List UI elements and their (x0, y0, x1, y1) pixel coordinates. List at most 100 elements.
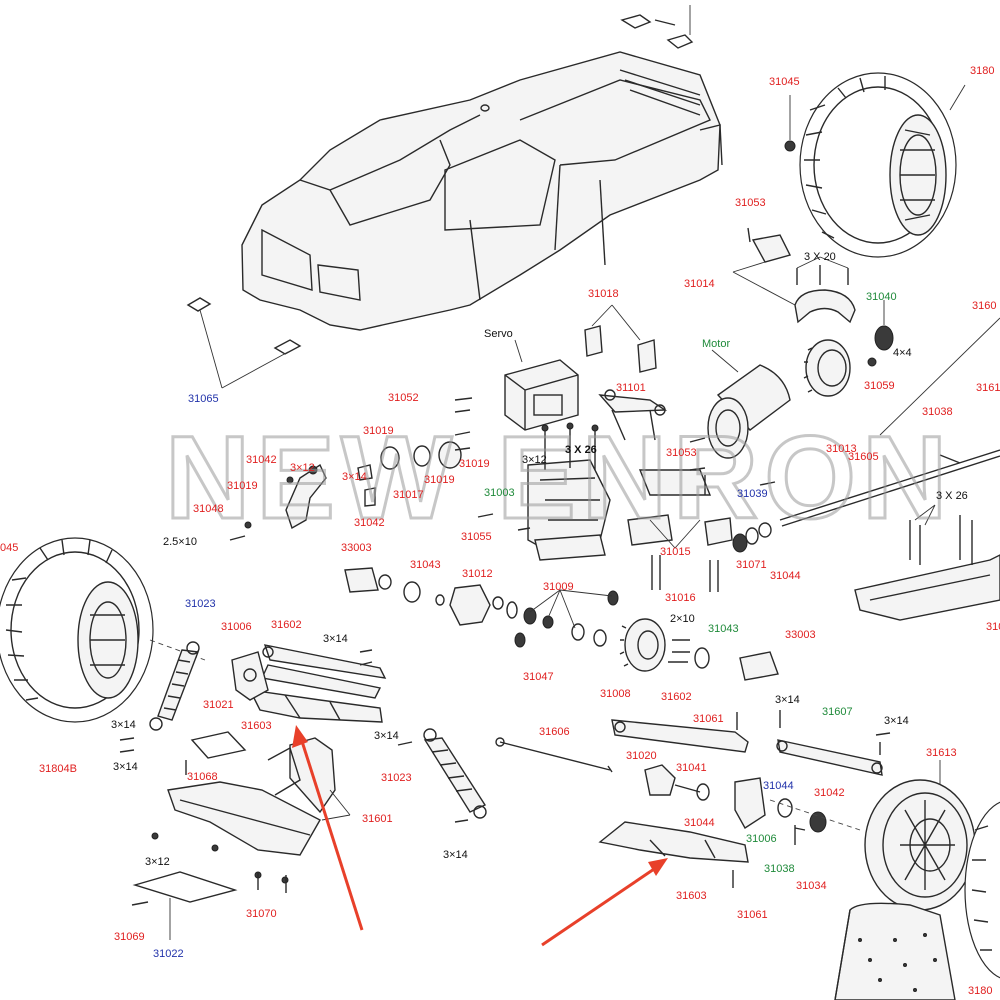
label-31003: 31003 (484, 487, 515, 499)
wheel-tire-top-right (784, 72, 966, 258)
label-31603-b: 31603 (676, 890, 707, 902)
label-motor: Motor (702, 338, 730, 350)
label-3x14-f: 3×14 (443, 849, 468, 861)
front-lower-arm-31603 (248, 689, 383, 723)
label-31070: 31070 (246, 908, 277, 920)
label-31019-a: 31019 (363, 425, 394, 437)
front-diff-outdrive-33003 (344, 567, 421, 603)
label-31021: 31021 (203, 699, 234, 711)
label-3x14-h: 3×14 (884, 715, 909, 727)
label-31804B: 31804B (39, 763, 77, 775)
label-31047: 31047 (523, 671, 554, 683)
label-3x20: 3 X 20 (804, 251, 836, 263)
label-31012: 31012 (462, 568, 493, 580)
label-31019-d: 31019 (459, 458, 490, 470)
label-31034: 31034 (796, 880, 827, 892)
front-shock-right-31023 (423, 728, 487, 819)
label-31053-a: 31053 (735, 197, 766, 209)
screws (119, 397, 891, 906)
part-labels: Servo Motor 3×12 3×14 3×12 3 X 26 3 X 20… (0, 65, 1000, 997)
label-31023-a: 31023 (185, 598, 216, 610)
rear-tire-right (964, 801, 1000, 979)
label-3x14-d: 3×14 (113, 761, 138, 773)
label-31023-b: 31023 (381, 772, 412, 784)
label-31013: 31013 (826, 443, 857, 455)
diff-gears-31009 (506, 589, 619, 648)
label-31613: 31613 (926, 747, 957, 759)
truck-body-shell (241, 51, 723, 331)
red-arrow-front (292, 725, 364, 931)
label-33003-a: 33003 (341, 542, 372, 554)
label-33003-b: 33003 (785, 629, 816, 641)
label-2-5x10: 2.5×10 (163, 536, 197, 548)
label-31048: 31048 (193, 503, 224, 515)
label-31601: 31601 (362, 813, 393, 825)
label-3x12-a: 3×12 (290, 462, 315, 474)
rear-hub-31006 (644, 764, 861, 833)
label-31602-b: 31602 (661, 691, 692, 703)
rear-upper-arm-31602 (611, 719, 749, 753)
label-31042-a: 31042 (246, 454, 277, 466)
label-31053-b: 31053 (666, 447, 697, 459)
label-31015: 31015 (660, 546, 691, 558)
label-3180-b: 3180 (968, 985, 992, 997)
label-31038-a: 31038 (922, 406, 953, 418)
wheel-tire-left-front (0, 537, 206, 723)
front-bumper-31601 (151, 737, 351, 884)
front-hub-31006 (231, 651, 269, 701)
steering-posts-31016 (651, 555, 719, 592)
label-31044-a: 31044 (770, 570, 801, 582)
label-3161x: 3161 (976, 382, 1000, 394)
steering-arms-31015 (627, 469, 733, 549)
rear-tire-slick (834, 902, 956, 1000)
rear-wheel-31613 (864, 760, 976, 911)
red-arrow-rear (541, 858, 668, 947)
label-31019-b: 31019 (227, 480, 258, 492)
label-31044-c: 31044 (684, 817, 715, 829)
label-31017: 31017 (393, 489, 424, 501)
hinge-pin-31022 (132, 871, 238, 940)
label-31019-c: 31019 (424, 474, 455, 486)
label-31055: 31055 (461, 531, 492, 543)
spur-gear-31013 (803, 339, 851, 397)
label-31008-a: 31008 (600, 688, 631, 700)
servo (504, 339, 579, 431)
label-31040: 31040 (866, 291, 897, 303)
servo-saver (244, 441, 462, 530)
label-3x12-c: 3×12 (145, 856, 170, 868)
label-31009: 31009 (543, 581, 574, 593)
center-driveshaft-31605 (779, 317, 1000, 527)
front-shock-left-31023 (149, 641, 200, 731)
label-31061-b: 31061 (737, 909, 768, 921)
label-31068: 31068 (187, 771, 218, 783)
label-31065: 31065 (188, 393, 219, 405)
motor (707, 349, 791, 459)
body-clip-top (620, 5, 694, 49)
diff-case-31012 (435, 584, 504, 626)
label-31607: 31607 (822, 706, 853, 718)
label-31606: 31606 (539, 726, 570, 738)
label-31042-c: 31042 (814, 787, 845, 799)
label-31020: 31020 (626, 750, 657, 762)
label-3x26-a: 3 X 26 (565, 444, 597, 456)
label-31069: 31069 (114, 931, 145, 943)
label-31006-b: 31006 (746, 833, 777, 845)
label-4x4: 4×4 (893, 347, 912, 359)
rear-driveshaft-31606 (495, 737, 613, 773)
ring-gear-31008-top (619, 618, 779, 681)
pinion-gear-31040 (867, 300, 894, 367)
chassis-right (854, 504, 1000, 621)
motor-mount (732, 227, 856, 324)
label-3160x: 3160 (972, 300, 996, 312)
label-31101: 31101 (616, 382, 646, 394)
servo-mounts (584, 304, 657, 373)
label-3x14-c: 3×14 (111, 719, 136, 731)
label-31006-a: 31006 (221, 621, 252, 633)
label-31038-b: 31038 (764, 863, 795, 875)
body-clip-left (186, 297, 302, 389)
label-31042-b: 31042 (354, 517, 385, 529)
label-31043-b: 31043 (708, 623, 739, 635)
label-servo: Servo (484, 328, 513, 340)
label-3x14-e: 3×14 (374, 730, 399, 742)
